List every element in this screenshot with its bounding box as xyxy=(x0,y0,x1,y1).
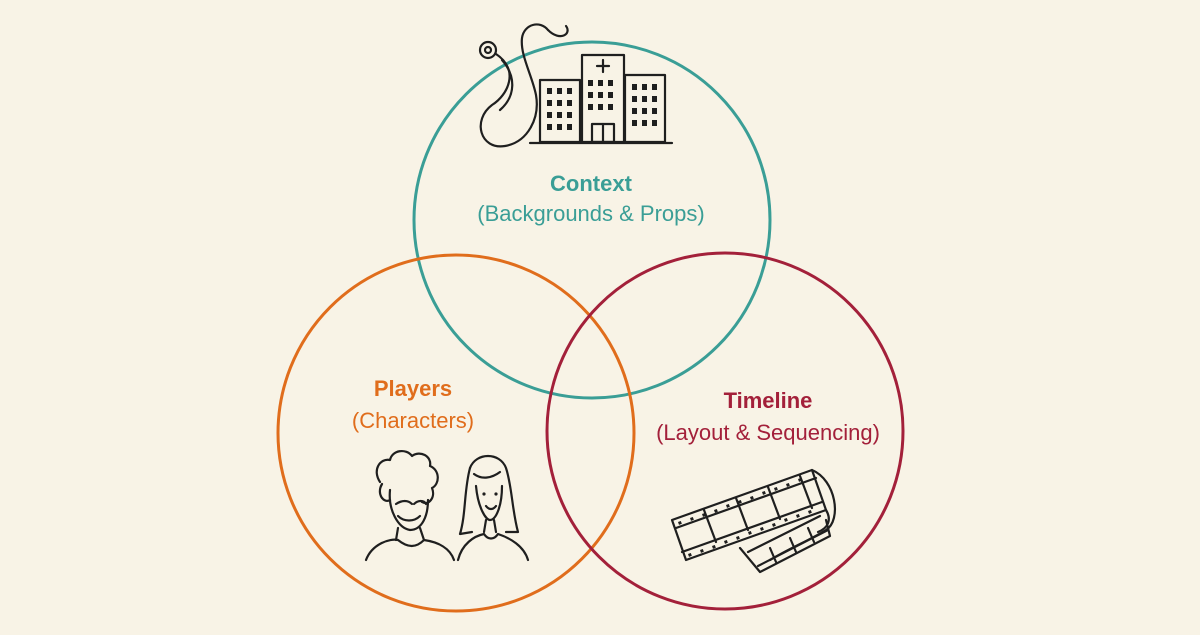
film-strip-icon xyxy=(670,468,836,574)
context-title: Context xyxy=(550,171,633,196)
timeline-circle xyxy=(545,251,905,611)
timeline-title: Timeline xyxy=(724,388,813,413)
context-subtitle: (Backgrounds & Props) xyxy=(477,201,704,226)
players-title: Players xyxy=(374,376,452,401)
timeline-subtitle: (Layout & Sequencing) xyxy=(656,420,880,445)
people-icon xyxy=(364,450,530,562)
players-subtitle: (Characters) xyxy=(352,408,474,433)
stethoscope-hospital-icon xyxy=(478,23,674,148)
context-circle xyxy=(412,40,772,400)
players-circle xyxy=(276,253,636,613)
